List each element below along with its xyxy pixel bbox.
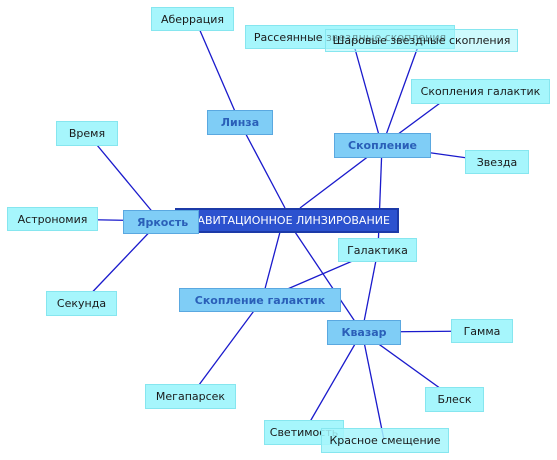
leaf-redshift[interactable]: Красное смещение bbox=[321, 428, 449, 453]
edge-root-lens bbox=[239, 122, 286, 209]
edge-lens-aberration bbox=[194, 18, 241, 124]
hub-galaxy-cluster[interactable]: Скопление галактик bbox=[179, 288, 341, 312]
hub-brightness[interactable]: Яркость bbox=[123, 210, 199, 234]
edge-cluster-galaxy bbox=[377, 145, 383, 251]
edge-galaxycluster-megaparsec bbox=[189, 299, 263, 398]
root-node[interactable]: ГРАВИТАЦИОННОЕ ЛИНЗИРОВАНИЕ bbox=[175, 208, 399, 233]
edge-brightness-second bbox=[81, 220, 161, 304]
hub-quasar[interactable]: Квазар bbox=[327, 320, 401, 345]
edge-quasar-galaxy bbox=[361, 249, 379, 333]
leaf-star[interactable]: Звезда bbox=[465, 150, 529, 174]
leaf-gamma[interactable]: Гамма bbox=[451, 319, 513, 343]
edge-root-quasar bbox=[294, 231, 363, 333]
leaf-glow[interactable]: Блеск bbox=[425, 387, 484, 412]
leaf-galaxy-clusters[interactable]: Скопления галактик bbox=[411, 79, 550, 104]
leaf-galaxy[interactable]: Галактика bbox=[338, 238, 417, 262]
leaf-astronomy[interactable]: Астрономия bbox=[7, 207, 98, 231]
leaf-second[interactable]: Секунда bbox=[46, 291, 117, 316]
leaf-time[interactable]: Время bbox=[56, 121, 118, 146]
edge-brightness-time bbox=[86, 132, 161, 222]
edge-quasar-luminosity bbox=[303, 331, 363, 433]
leaf-megaparsec[interactable]: Мегапарсек bbox=[145, 384, 236, 409]
leaf-globular-clusters[interactable]: Шаровые звездные скопления bbox=[325, 29, 518, 52]
edge-cluster-globular bbox=[381, 40, 421, 147]
leaf-aberration[interactable]: Аберрация bbox=[151, 7, 234, 31]
hub-cluster[interactable]: Скопление bbox=[334, 133, 431, 158]
edge-cluster-open bbox=[351, 37, 383, 147]
edge-quasar-redshift bbox=[361, 331, 385, 441]
hub-lens[interactable]: Линза bbox=[207, 110, 273, 135]
